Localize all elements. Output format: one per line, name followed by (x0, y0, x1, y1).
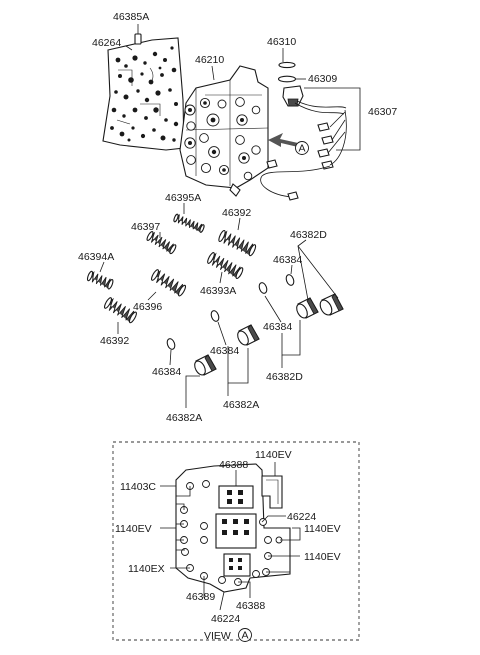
callout-letter: A (298, 143, 305, 155)
label-46394A: 46394A (78, 251, 114, 263)
label-46385A: 46385A (113, 11, 149, 23)
o-rings-46384 (166, 274, 295, 350)
label-46382D-bottom: 46382D (266, 371, 303, 383)
plugs-46382 (194, 293, 344, 376)
view-a-callout-circle (295, 141, 309, 155)
view-a-labels: 46388 1140EV 11403C 46224 1140EV 1140EV … (115, 449, 341, 642)
leader-lines-view-a (160, 462, 301, 611)
label-46384-b: 46384 (263, 321, 292, 333)
label-46384-a: 46384 (273, 254, 302, 266)
label-11403C: 11403C (120, 481, 156, 493)
label-1140EX: 1140EX (128, 563, 165, 575)
label-46388-bottom: 46388 (236, 600, 265, 612)
label-46382A-right: 46382A (223, 399, 259, 411)
label-1140EV-right-2: 1140EV (304, 551, 341, 563)
label-46392-bottom: 46392 (100, 335, 129, 347)
o-ring-46309 (277, 75, 297, 83)
label-46393A: 46393A (200, 285, 236, 297)
label-46224-bottom: 46224 (211, 613, 240, 625)
view-a-valve-body (175, 463, 291, 593)
label-46309: 46309 (308, 73, 337, 85)
label-46388-top: 46388 (219, 459, 248, 471)
wiring-harness (260, 85, 347, 201)
label-1140EV-left: 1140EV (115, 523, 152, 535)
label-46384-d: 46384 (152, 366, 181, 378)
label-46382D-top: 46382D (290, 229, 327, 241)
label-1140EV-right-1: 1140EV (304, 523, 341, 535)
label-46397: 46397 (131, 221, 160, 233)
view-title: VIEW (204, 630, 231, 642)
leader-lines-top (125, 24, 361, 151)
label-46395A: 46395A (165, 192, 201, 204)
label-46396: 46396 (133, 301, 162, 313)
label-46310: 46310 (267, 36, 296, 48)
clip-46385A (134, 33, 142, 45)
valve-body (179, 65, 269, 197)
leader-lines-middle (99, 203, 339, 408)
view-title-letter: A (241, 630, 248, 642)
label-1140EV-top: 1140EV (255, 449, 292, 461)
label-46389: 46389 (186, 591, 215, 603)
springs (86, 213, 257, 324)
separator-plate (102, 37, 185, 151)
part-labels: 46385A 46264 46210 46310 46309 46307 463… (78, 11, 397, 424)
o-ring-46310 (278, 61, 296, 69)
label-46307: 46307 (368, 106, 397, 118)
view-title-circle (238, 628, 252, 642)
label-46210: 46210 (195, 54, 224, 66)
label-46392-top: 46392 (222, 207, 251, 219)
label-46382A-left: 46382A (166, 412, 202, 424)
view-a-arrow-icon (268, 133, 298, 147)
label-46224-right: 46224 (287, 511, 316, 523)
view-a-frame (112, 441, 360, 641)
label-46384-c: 46384 (210, 345, 239, 357)
label-46264: 46264 (92, 37, 121, 49)
